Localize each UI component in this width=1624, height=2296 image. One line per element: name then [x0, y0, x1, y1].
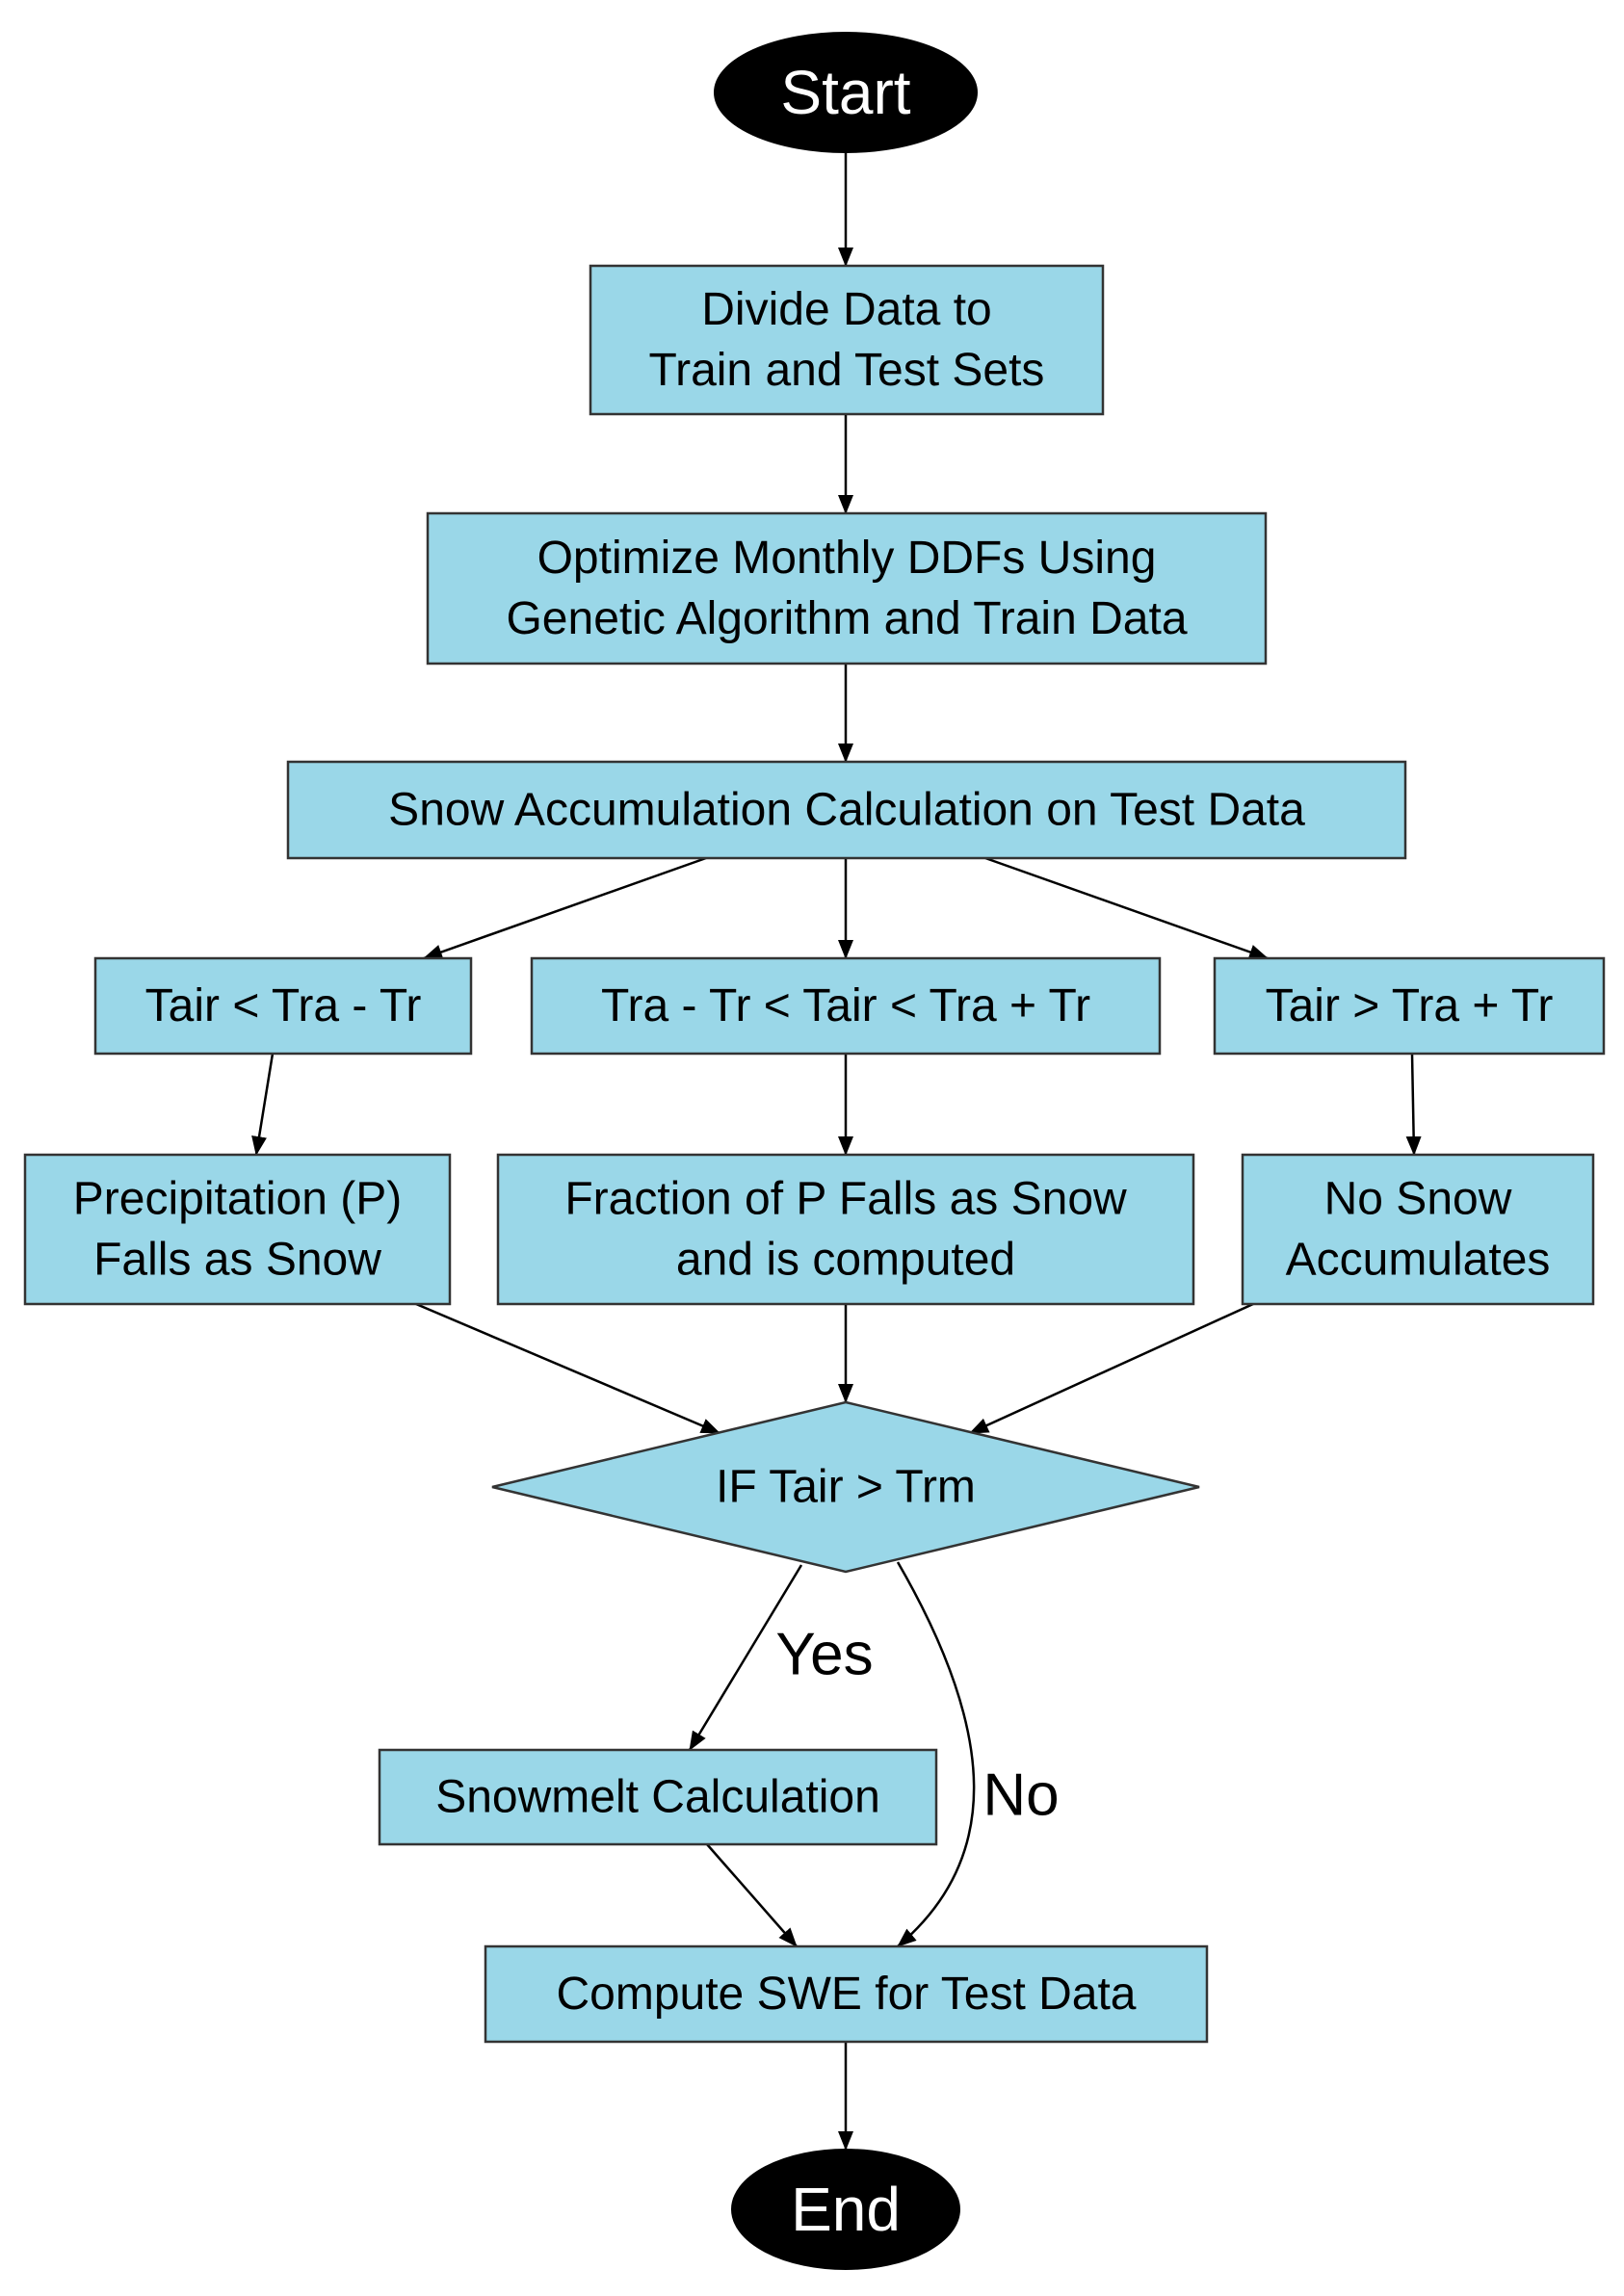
edge-res_high-to-decision: [969, 1302, 1254, 1435]
node-res_mid: Fraction of P Falls as Snow and is comput…: [496, 1153, 1195, 1306]
node-res_low: Precipitation (P) Falls as Snow: [23, 1153, 452, 1306]
terminal-oval: [731, 2149, 960, 2270]
process-box: [589, 264, 1105, 416]
node-end: End: [731, 2149, 960, 2270]
edge-cond_high-to-res_high: [1405, 1053, 1422, 1156]
edge-decision-to-swe: [896, 1561, 976, 1947]
node-cond_high-line-0: Tair > Tra + Tr: [1266, 980, 1554, 1031]
edge-res_low-to-decision: [415, 1302, 720, 1435]
node-res_low-line-0: Precipitation (P): [73, 1173, 402, 1224]
edge-cond_low-to-res_low: [251, 1053, 275, 1156]
edge-decision-to-melt: [688, 1564, 803, 1751]
node-res_mid-line-1: and is computed: [676, 1235, 1015, 1286]
node-swe-line-0: Compute SWE for Test Data: [556, 1969, 1136, 2020]
edge-accum-to-cond_low: [423, 856, 707, 960]
decision-diamond: [491, 1400, 1200, 1574]
node-swe: Compute SWE for Test Data: [484, 1944, 1209, 2044]
process-box: [23, 1153, 452, 1306]
edges: [251, 152, 1422, 2151]
node-divide-line-0: Divide Data to: [701, 284, 991, 335]
node-cond_mid: Tra - Tr < Tair < Tra + Tr: [530, 956, 1162, 1056]
node-res_low-line-1: Falls as Snow: [93, 1235, 381, 1286]
process-box: [1213, 956, 1606, 1056]
node-cond_low: Tair < Tra - Tr: [93, 956, 473, 1056]
node-melt-line-0: Snowmelt Calculation: [435, 1772, 880, 1823]
edge-label-no: No: [982, 1761, 1059, 1828]
node-decision: IF Tair > Trm: [491, 1400, 1200, 1574]
edge-accum-to-cond_high: [984, 856, 1269, 960]
node-optimize-line-0: Optimize Monthly DDFs Using: [537, 533, 1157, 584]
node-accum: Snow Accumulation Calculation on Test Da…: [286, 760, 1407, 860]
process-box: [1241, 1153, 1595, 1306]
node-accum-line-0: Snow Accumulation Calculation on Test Da…: [388, 785, 1305, 836]
process-box: [378, 1748, 938, 1846]
node-end-line-0: End: [791, 2175, 901, 2244]
node-res_mid-line-0: Fraction of P Falls as Snow: [564, 1173, 1127, 1224]
node-cond_high: Tair > Tra + Tr: [1213, 956, 1606, 1056]
node-melt: Snowmelt Calculation: [378, 1748, 938, 1846]
node-cond_mid-line-0: Tra - Tr < Tair < Tra + Tr: [601, 980, 1090, 1031]
node-res_high-line-1: Accumulates: [1286, 1235, 1551, 1286]
node-divide-line-1: Train and Test Sets: [649, 345, 1045, 396]
process-box: [426, 511, 1268, 665]
process-box: [286, 760, 1407, 860]
node-cond_low-line-0: Tair < Tra - Tr: [145, 980, 422, 1031]
edge-label-yes: Yes: [775, 1621, 873, 1687]
process-box: [496, 1153, 1195, 1306]
process-box: [530, 956, 1162, 1056]
node-start-line-0: Start: [780, 58, 910, 127]
node-res_high-line-0: No Snow: [1324, 1173, 1512, 1224]
process-box: [484, 1944, 1209, 2044]
edge-melt-to-swe: [706, 1843, 798, 1947]
process-box: [93, 956, 473, 1056]
node-optimize-line-1: Genetic Algorithm and Train Data: [506, 593, 1187, 644]
terminal-oval: [714, 32, 978, 153]
node-start: Start: [714, 32, 978, 153]
node-divide: Divide Data to Train and Test Sets: [589, 264, 1105, 416]
node-decision-line-0: IF Tair > Trm: [716, 1462, 976, 1513]
